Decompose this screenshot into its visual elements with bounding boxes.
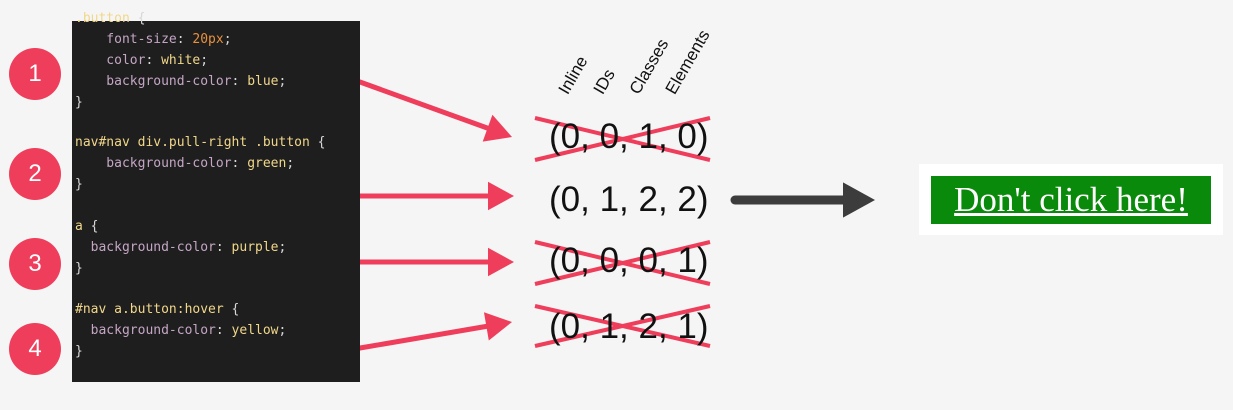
result-button-label: Don't click here! — [954, 180, 1188, 219]
code-token: { — [223, 302, 240, 317]
code-token: ; — [278, 74, 287, 89]
code-token: background-color — [75, 156, 232, 171]
code-token: blue — [247, 74, 279, 89]
rule-number-4: 4 — [28, 335, 42, 362]
strike-rule-3-b — [534, 240, 711, 286]
arrow-rule-1-head — [482, 114, 512, 142]
code-token: : — [231, 156, 248, 171]
code-line-rule-1-5: } — [75, 92, 83, 113]
code-line-rule-2-1: nav#nav div.pull-right .button { — [75, 132, 325, 153]
dont-click-button[interactable]: Don't click here! — [931, 176, 1211, 224]
code-line-rule-1-1: .button { — [75, 8, 145, 29]
code-line-rule-4-1: #nav a.button:hover { — [75, 299, 239, 320]
arrow-rule-2-head — [488, 181, 514, 211]
code-line-rule-4-2: background-color: yellow; — [75, 320, 287, 341]
code-token: background-color — [75, 240, 216, 255]
code-line-rule-3-2: background-color: purple; — [75, 237, 287, 258]
arrow-rule-4-head — [483, 312, 512, 341]
code-line-rule-2-3: } — [75, 174, 83, 195]
rule-number-badge-1: 1 — [9, 48, 61, 100]
rule-number-2: 2 — [28, 160, 42, 187]
code-token: ; — [223, 32, 232, 47]
code-token: yellow — [231, 323, 279, 338]
code-line-rule-3-3: } — [75, 258, 83, 279]
code-token: background-color — [75, 74, 232, 89]
strike-rule-4-b — [534, 304, 711, 348]
specificity-rule-3: (0, 0, 0, 1) — [549, 241, 709, 280]
arrow-rule-1-shaft — [357, 79, 491, 131]
rule-number-badge-4: 4 — [9, 323, 61, 375]
result-preview: Don't click here! — [919, 164, 1223, 235]
code-line-rule-1-4: background-color: blue; — [75, 71, 286, 92]
code-line-rule-3-1: a { — [75, 216, 98, 237]
code-line-rule-1-2: font-size: 20px; — [75, 29, 232, 50]
code-token: { — [129, 11, 146, 26]
code-token: background-color — [75, 323, 216, 338]
code-token: green — [247, 156, 287, 171]
code-token: 20px — [192, 32, 224, 47]
code-token: font-size — [75, 32, 177, 47]
code-token: : — [145, 53, 162, 68]
code-token: : — [231, 74, 248, 89]
specificity-rule-1: (0, 0, 1, 0) — [549, 117, 709, 156]
rule-number-badge-3: 3 — [9, 238, 61, 290]
code-token: } — [75, 177, 83, 192]
strike-rule-1-b — [534, 116, 711, 162]
code-token: } — [75, 261, 83, 276]
code-token: } — [75, 344, 83, 359]
code-token: nav#nav div.pull-right .button — [75, 135, 310, 150]
css-code-panel: .button { font-size: 20px; color: white;… — [72, 11, 360, 382]
arrow-rule-4-shaft — [357, 323, 489, 351]
specificity-rule-4: (0, 1, 2, 1) — [549, 307, 709, 346]
specificity-rule-2: (0, 1, 2, 2) — [549, 180, 709, 219]
code-token: purple — [231, 240, 279, 255]
code-token: white — [161, 53, 201, 68]
code-token: a — [75, 219, 83, 234]
code-token: : — [176, 32, 193, 47]
code-token: : — [215, 323, 232, 338]
code-token: #nav a.button:hover — [75, 302, 224, 317]
rule-number-1: 1 — [28, 60, 42, 87]
code-token: ; — [278, 323, 287, 338]
rule-number-badge-2: 2 — [9, 148, 61, 200]
code-token: ; — [286, 156, 295, 171]
code-token: } — [75, 95, 83, 110]
code-token: ; — [200, 53, 209, 68]
code-token: { — [82, 219, 99, 234]
code-token: { — [309, 135, 326, 150]
code-token: : — [215, 240, 232, 255]
code-line-rule-1-3: color: white; — [75, 50, 208, 71]
code-token: color — [75, 53, 146, 68]
code-token: .button — [75, 11, 130, 26]
code-token: ; — [278, 240, 287, 255]
rule-number-3: 3 — [28, 250, 42, 277]
code-line-rule-2-2: background-color: green; — [75, 153, 294, 174]
arrow-rule-3-head — [488, 247, 514, 277]
main-result-arrow-head — [843, 182, 875, 218]
code-line-rule-4-3: } — [75, 341, 83, 362]
